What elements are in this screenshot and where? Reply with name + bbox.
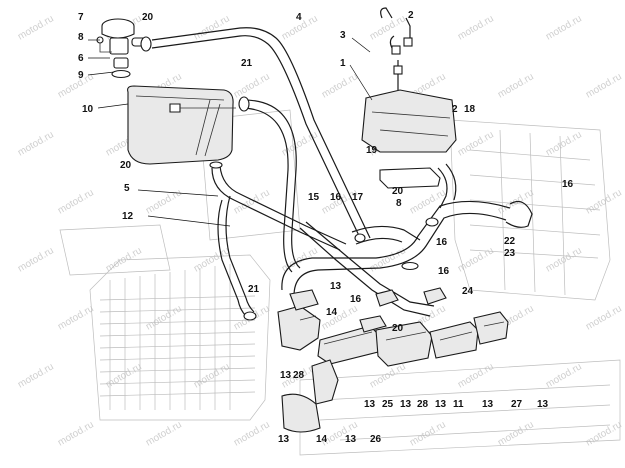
callout-20: 20 [392,186,404,197]
callout-20: 20 [120,160,132,171]
watermark-text: motod.ru [408,187,448,216]
watermark-text: motod.ru [144,419,184,448]
watermark-text: motod.ru [144,303,184,332]
watermark-text: motod.ru [232,71,272,100]
watermark-text: motod.ru [368,245,408,274]
callout-2: 2 [452,104,458,115]
callout-12: 12 [122,211,134,222]
callout-13: 13 [364,399,376,410]
callout-27: 27 [511,399,523,410]
callout-21: 21 [241,58,253,69]
callout-16: 16 [330,192,342,203]
watermark-text: motod.ru [192,361,232,390]
callout-24: 24 [462,286,474,297]
callout-13: 13 [345,434,357,445]
watermark-text: motod.ru [16,361,56,390]
callout-19: 19 [366,145,378,156]
callout-1: 1 [340,58,346,69]
callout-7: 7 [78,12,84,23]
watermark-text: motod.ru [320,71,360,100]
callout-2: 2 [408,10,414,21]
small-fittings [380,7,413,90]
callout-14: 14 [316,434,328,445]
callout-8: 8 [78,32,84,43]
watermark-text: motod.ru [456,361,496,390]
watermark-text: motod.ru [16,13,56,42]
watermark-text: motod.ru [544,129,584,158]
callout-4: 4 [296,12,302,23]
watermark-text: motod.ru [456,245,496,274]
callout-28: 28 [417,399,429,410]
watermark-text: motod.ru [456,129,496,158]
callout-16: 16 [436,237,448,248]
watermark-text: motod.ru [544,13,584,42]
callout-3: 3 [340,30,346,41]
callout-13: 13 [280,370,292,381]
callout-20: 20 [392,323,404,334]
callout-13: 13 [278,434,290,445]
watermark-text: motod.ru [16,129,56,158]
watermark-text: motod.ru [56,419,96,448]
watermark-text: motod.ru [56,303,96,332]
callout-13: 13 [330,281,342,292]
callout-16: 16 [350,294,362,305]
callout-25: 25 [382,399,394,410]
callout-layer: 7 20 4 2 8 3 6 9 1 21 10 2 18 19 20 5 20… [78,10,574,445]
watermark-text: motod.ru [456,13,496,42]
callout-6: 6 [78,53,84,64]
callout-22: 22 [504,236,516,247]
watermark-text: motod.ru [584,303,624,332]
callout-11: 11 [453,399,464,410]
watermark-text: motod.ru [56,187,96,216]
watermark-text: motod.ru [584,419,624,448]
callout-28: 28 [293,370,305,381]
callout-15: 15 [308,192,320,203]
callout-16: 16 [562,179,574,190]
callout-13: 13 [482,399,494,410]
callout-26: 26 [370,434,382,445]
watermark-text: motod.ru [56,71,96,100]
callout-13: 13 [537,399,549,410]
watermark-text: motod.ru [584,71,624,100]
cover-bracket [361,89,457,189]
callout-8: 8 [396,198,402,209]
callout-13: 13 [435,399,447,410]
callout-23: 23 [504,248,516,259]
callout-21: 21 [248,284,260,295]
watermark-text: motod.ru [544,361,584,390]
callout-17: 17 [352,192,364,203]
watermark-text: motod.ru [408,419,448,448]
callout-18: 18 [464,104,476,115]
watermark-text: motod.ru [584,187,624,216]
hose-lower-left [217,195,257,321]
callout-14: 14 [326,307,338,318]
watermark-text: motod.ru [368,13,408,42]
callout-9: 9 [78,70,84,81]
callout-20: 20 [142,12,154,23]
watermark-text: motod.ru [16,245,56,274]
watermark-text: motod.ru [232,419,272,448]
leader-lines [87,37,373,227]
hose-left [209,96,347,273]
callout-16: 16 [438,266,450,277]
engine-background [59,109,621,456]
expansion-tank [127,85,236,165]
watermark-text: motod.ru [496,71,536,100]
callout-13: 13 [400,399,412,410]
hose-top [140,27,371,243]
callout-5: 5 [124,183,130,194]
pipe-assembly [277,217,509,433]
callout-10: 10 [82,104,94,115]
